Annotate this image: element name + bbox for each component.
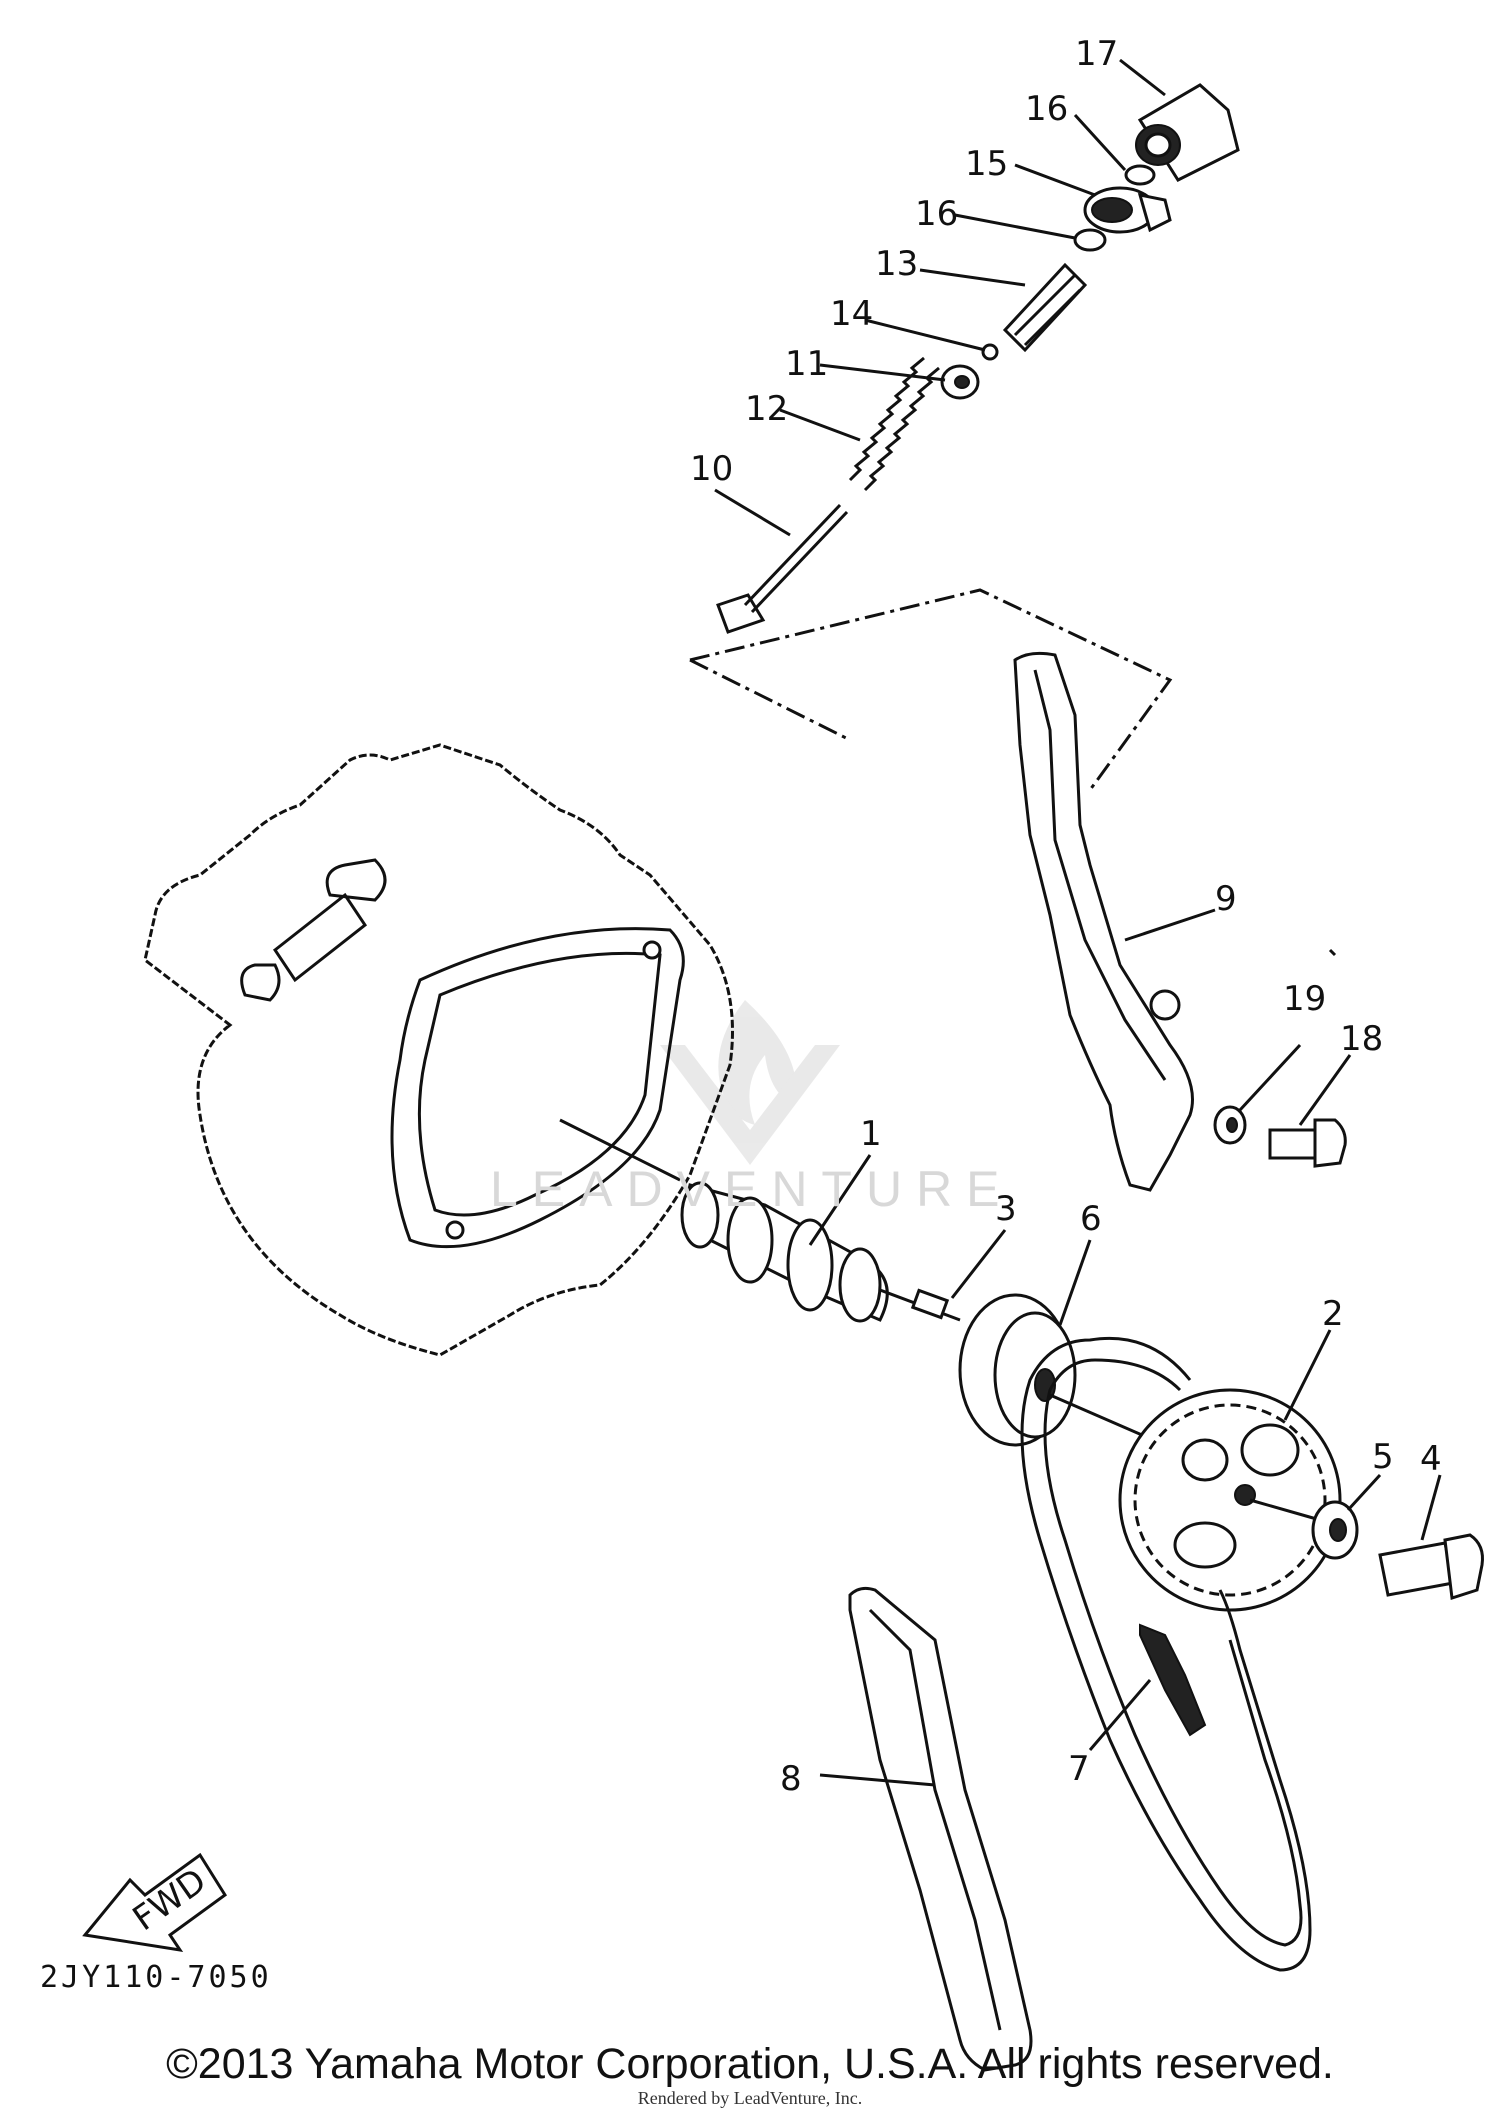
label-14: 14 xyxy=(830,294,873,334)
ball xyxy=(981,343,999,361)
cam-chain xyxy=(1020,1336,1312,1972)
label-19: 19 xyxy=(1283,979,1326,1019)
cam-sprocket xyxy=(1118,1388,1342,1612)
washer xyxy=(1311,1500,1359,1560)
bolt xyxy=(1268,1118,1347,1168)
reference-outline xyxy=(689,588,1173,791)
label-1: 1 xyxy=(860,1114,882,1154)
label-5: 5 xyxy=(1372,1437,1394,1477)
label-13: 13 xyxy=(875,244,918,284)
camshaft xyxy=(680,1181,961,1323)
label-7: 7 xyxy=(1068,1749,1090,1789)
spring xyxy=(1002,262,1088,353)
watermark-text: LEADVENTURE xyxy=(490,1161,1014,1217)
label-11: 11 xyxy=(785,344,828,384)
label-3: 3 xyxy=(995,1189,1017,1229)
nut xyxy=(940,364,980,400)
tensioner-rod xyxy=(716,503,849,634)
label-15: 15 xyxy=(965,144,1008,184)
o-ring xyxy=(1124,164,1156,186)
cap-bolt xyxy=(1135,83,1240,182)
fwd-arrow: FWD xyxy=(82,1852,228,1953)
part-labels: 1 2 3 4 5 6 7 8 9 10 11 12 13 14 15 16 1… xyxy=(690,34,1442,1799)
decompression-weight xyxy=(958,1293,1166,1447)
label-6: 6 xyxy=(1080,1199,1102,1239)
chain-tensioner-guide xyxy=(1013,651,1194,1192)
spring xyxy=(848,356,940,492)
label-9: 9 xyxy=(1215,879,1237,919)
label-12: 12 xyxy=(745,389,788,429)
leader-lines xyxy=(714,58,1442,1787)
chain-guide-exhaust xyxy=(848,1586,1033,2072)
diagram-code: 2JY110-7050 xyxy=(40,1960,272,1995)
o-ring xyxy=(1073,228,1107,252)
label-18: 18 xyxy=(1340,1019,1383,1059)
label-16-upper: 16 xyxy=(1025,89,1068,129)
dowel-pin xyxy=(910,1288,950,1320)
bolt xyxy=(1378,1533,1484,1600)
copyright-notice: ©2013 Yamaha Motor Corporation, U.S.A. A… xyxy=(166,2040,1334,2088)
leadventure-logo-watermark xyxy=(660,1000,840,1165)
label-17: 17 xyxy=(1075,34,1118,74)
label-4: 4 xyxy=(1420,1439,1442,1479)
washer xyxy=(1213,1105,1247,1145)
label-2: 2 xyxy=(1322,1294,1344,1334)
label-8: 8 xyxy=(780,1759,802,1799)
rendered-by-note: Rendered by LeadVenture, Inc. xyxy=(637,2088,863,2108)
tensioner-body xyxy=(1083,186,1172,234)
label-16-lower: 16 xyxy=(915,194,958,234)
label-10: 10 xyxy=(690,449,733,489)
cylinder-head xyxy=(143,743,734,1357)
